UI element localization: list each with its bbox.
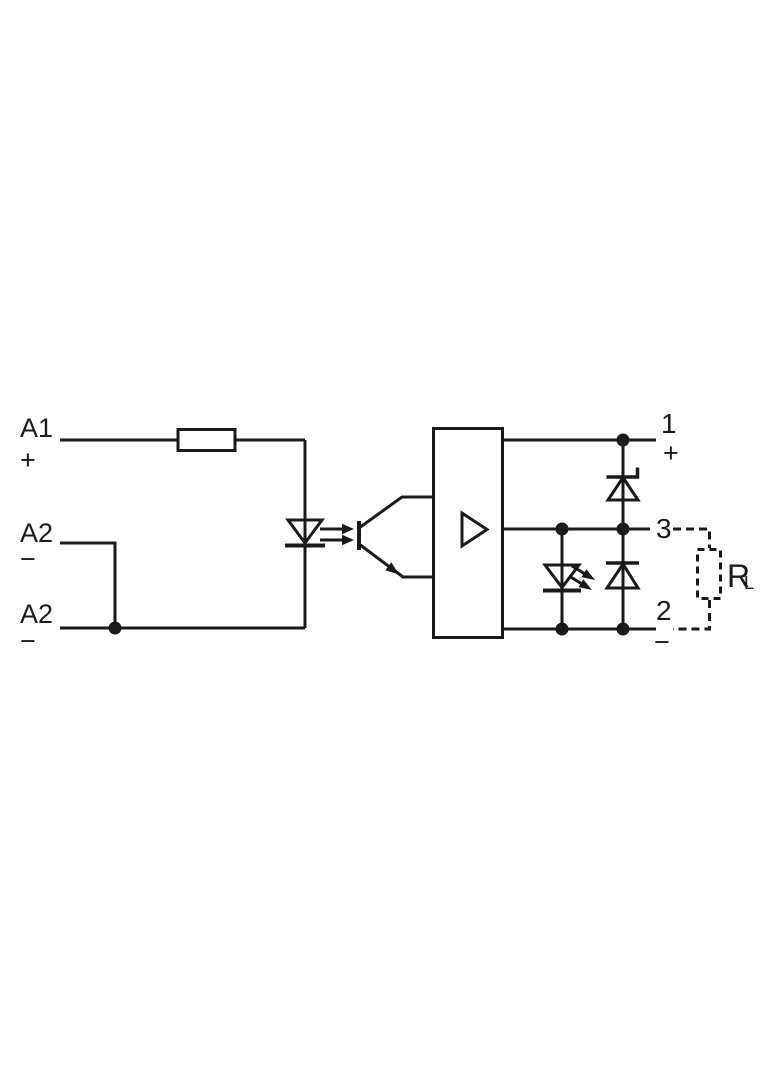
terminal-labels: A1 + A2 − A2 − 1 + 3 2 − R L xyxy=(20,408,754,657)
terminal-2-label: 2 xyxy=(656,595,672,626)
junction-dot xyxy=(108,621,122,635)
junction-dot xyxy=(616,622,630,636)
diode-triangle xyxy=(604,561,641,590)
terminal-a1-label: A1 xyxy=(20,413,53,443)
terminal-a2-upper-label: A2 xyxy=(20,518,53,548)
terminal-3-label: 3 xyxy=(656,513,672,544)
junction-dot xyxy=(555,522,569,536)
input-circuit xyxy=(60,428,354,635)
load-resistor-label: R xyxy=(727,558,750,594)
transistor-collector xyxy=(358,495,433,530)
external-load-resistor xyxy=(673,527,722,631)
output-driver xyxy=(432,427,504,639)
dashed-wire-3-to-load xyxy=(673,527,711,548)
terminal-2-polarity: − xyxy=(654,627,670,657)
emitter-arrowhead xyxy=(385,562,399,575)
load-resistor-box xyxy=(696,548,722,600)
junction-dot xyxy=(616,433,630,447)
dashed-wire-load-to-2 xyxy=(673,600,711,631)
junction-dot xyxy=(555,622,569,636)
load-resistor-subscript: L xyxy=(744,573,754,593)
amplifier-triangle-icon xyxy=(460,510,490,549)
driver-box xyxy=(432,427,504,639)
terminal-a2-lower-polarity: − xyxy=(20,626,36,656)
light-emission-arrows-icon xyxy=(568,564,595,590)
optocoupler-input-led xyxy=(285,518,325,548)
transistor-emitter xyxy=(358,542,433,579)
terminal-a2-lower-label: A2 xyxy=(20,599,53,629)
terminal-1-polarity: + xyxy=(663,438,679,468)
zener-cathode-bar xyxy=(606,467,640,479)
input-series-resistor xyxy=(176,428,237,452)
reverse-protection-diode xyxy=(604,561,641,590)
suppressor-zener-diode xyxy=(605,467,641,502)
light-arrows-icon xyxy=(320,523,354,546)
terminal-1-label: 1 xyxy=(661,408,677,439)
junction-dot xyxy=(616,522,630,536)
wire-a2-upper xyxy=(60,541,117,628)
led-triangle xyxy=(285,518,325,546)
optocoupler-phototransistor xyxy=(357,495,433,579)
terminal-a1-polarity: + xyxy=(20,445,36,475)
zener-triangle xyxy=(605,474,641,502)
terminal-a2-upper-polarity: − xyxy=(20,544,36,574)
output-circuit xyxy=(503,433,722,636)
